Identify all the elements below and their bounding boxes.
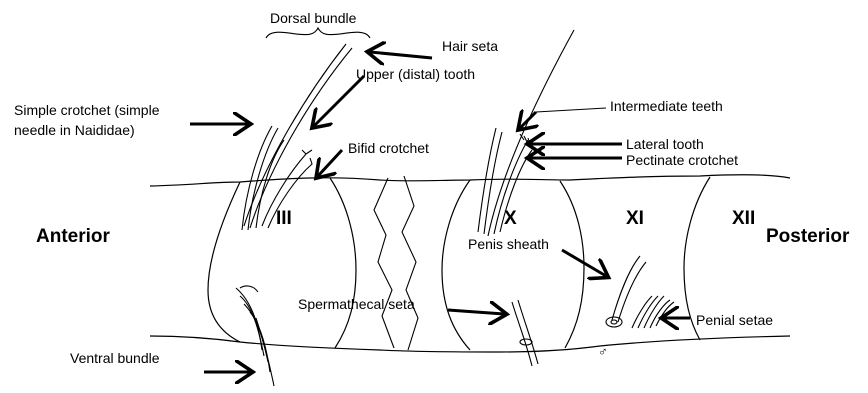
- arrow-spermathecal-seta: [448, 310, 504, 314]
- break-line-left: [374, 178, 394, 348]
- arrow-intermediate-teeth: [520, 112, 536, 128]
- ventral-seta-hook: [240, 286, 258, 292]
- segment-boundary-4: [560, 181, 584, 348]
- segment-boundary-2: [330, 178, 356, 348]
- label-segment-xi: XI: [626, 208, 644, 230]
- spermathecal-seta: [512, 300, 538, 366]
- male-symbol-icon: ♂: [598, 344, 608, 360]
- pectinate-teeth: [520, 134, 532, 148]
- label-dorsal-bundle: Dorsal bundle: [270, 10, 356, 26]
- label-pectinate-crotchet: Pectinate crotchet: [626, 152, 738, 168]
- label-hair-seta: Hair seta: [442, 38, 498, 54]
- break-lines: [374, 176, 418, 350]
- label-penial-setae: Penial setae: [696, 312, 773, 328]
- penis-sheath-base-inner: [611, 320, 617, 324]
- label-intermediate-teeth: Intermediate teeth: [610, 98, 723, 114]
- ventral-seta-1: [236, 288, 262, 350]
- segment-boundary-3: [442, 180, 470, 350]
- arrow-upper-tooth: [314, 76, 364, 126]
- hair-seta: [244, 44, 346, 226]
- label-segment-x: X: [504, 208, 517, 230]
- penial-seta-4: [650, 300, 670, 328]
- label-segment-xii: XII: [732, 208, 755, 230]
- ventral-seta-3: [244, 304, 268, 362]
- break-line-right: [402, 176, 418, 350]
- label-penis-sheath: Penis sheath: [468, 236, 549, 252]
- label-ventral-bundle: Ventral bundle: [70, 350, 160, 366]
- arrow-hair-seta: [370, 52, 432, 58]
- penis-sheath-base: [606, 317, 622, 327]
- penis-sheath-line-2: [618, 262, 646, 322]
- segment-boundary-1: [208, 182, 240, 342]
- label-segment-iii: III: [276, 208, 292, 230]
- label-posterior: Posterior: [766, 226, 849, 248]
- penial-seta-1: [632, 296, 652, 328]
- leader-intermediate-teeth: [536, 108, 606, 112]
- label-simple-crotchet-1: Simple crotchet (simple: [14, 102, 160, 118]
- penial-apparatus: [606, 256, 674, 328]
- arrow-bifid-crotchet: [318, 150, 342, 176]
- ventral-seta-4: [250, 312, 270, 372]
- label-anterior: Anterior: [36, 226, 110, 248]
- simple-crotchet-x-2: [484, 132, 502, 234]
- label-simple-crotchet-2: needle in Naididae): [14, 122, 135, 138]
- label-lateral-tooth: Lateral tooth: [626, 136, 704, 152]
- dorsal-setae-iii: [242, 44, 352, 230]
- spermathecal-seta-shaft-2: [518, 300, 538, 364]
- penis-sheath-line-1: [612, 256, 640, 320]
- ventral-seta-2: [240, 296, 264, 356]
- dorsal-setae-x: [478, 30, 574, 236]
- label-upper-tooth: Upper (distal) tooth: [356, 66, 475, 82]
- label-bifid-crotchet: Bifid crotchet: [348, 140, 429, 156]
- penial-seta-5: [656, 302, 674, 326]
- dorsal-bundle-brace: [266, 28, 370, 38]
- label-spermathecal-seta: Spermathecal seta: [298, 296, 415, 312]
